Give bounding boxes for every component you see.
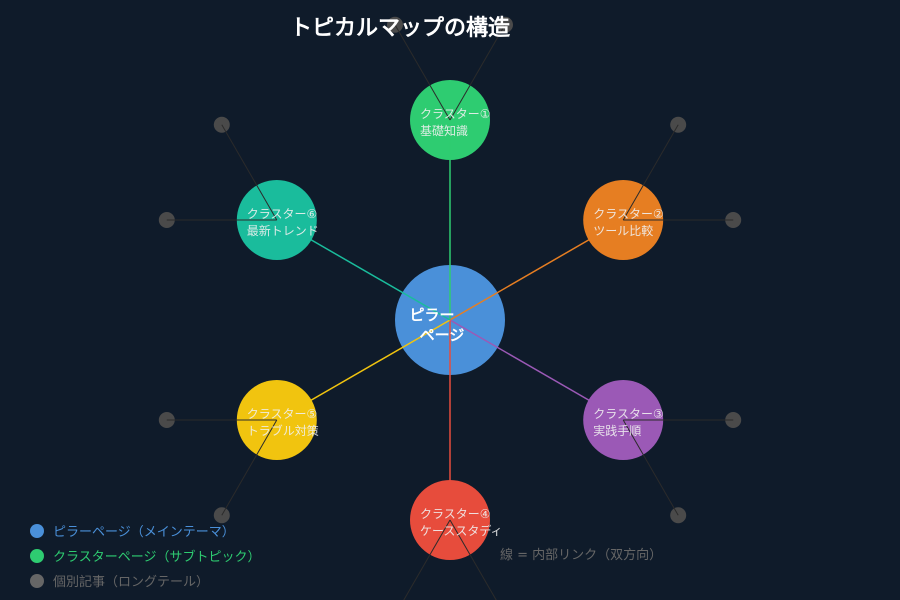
- legend-item-pillar: ピラーページ（メインテーマ）: [30, 518, 260, 543]
- cluster-article-link: [622, 419, 679, 516]
- link-note: 線 = 内部リンク（双方向）: [500, 548, 663, 563]
- legend-label: 個別記事（ロングテール）: [53, 575, 210, 590]
- cluster-label: クラスター④: [420, 507, 491, 521]
- legend-item-article: 個別記事（ロングテール）: [30, 568, 260, 593]
- legend: ピラーページ（メインテーマ） クラスターページ（サブトピック） 個別記事（ロング…: [30, 518, 260, 593]
- cluster-article-link: [221, 419, 278, 516]
- cluster-article-link: [449, 24, 506, 121]
- cluster-topic: 最新トレンド: [247, 223, 319, 238]
- legend-label: ピラーページ（メインテーマ）: [53, 525, 235, 540]
- cluster-article-link: [403, 519, 451, 600]
- legend-item-cluster: クラスターページ（サブトピック）: [30, 543, 260, 568]
- cluster-label: クラスター⑤: [247, 407, 318, 421]
- pillar-cluster-link: [276, 319, 451, 421]
- legend-dot-icon: [30, 523, 44, 538]
- cluster-article-link: [394, 24, 451, 121]
- cluster-article-link: [622, 124, 679, 221]
- nodes: [158, 16, 742, 560]
- pillar-label: ピラー: [409, 306, 454, 324]
- links: [166, 24, 734, 600]
- legend-label: クラスターページ（サブトピック）: [53, 550, 261, 565]
- cluster-topic: 実践手順: [593, 423, 641, 438]
- cluster-topic: トラブル対策: [247, 423, 319, 438]
- pillar-cluster-link: [276, 219, 451, 321]
- cluster-article-link: [449, 519, 497, 600]
- legend-dot-icon: [30, 573, 44, 588]
- pillar-label: ページ: [420, 326, 465, 344]
- diagram-title: トピカルマップの構造: [289, 16, 510, 41]
- legend-dot-icon: [30, 548, 44, 563]
- cluster-topic: ケーススタディ: [420, 523, 503, 538]
- pillar-cluster-link: [449, 319, 624, 421]
- cluster-article-link: [221, 124, 278, 221]
- cluster-topic: 基礎知識: [420, 124, 468, 138]
- cluster-label: クラスター⑥: [247, 207, 318, 221]
- cluster-label: クラスター③: [593, 407, 664, 421]
- cluster-topic: ツール比較: [593, 223, 653, 238]
- cluster-label: クラスター②: [593, 207, 664, 221]
- pillar-cluster-link: [449, 219, 624, 321]
- cluster-label: クラスター①: [420, 107, 491, 121]
